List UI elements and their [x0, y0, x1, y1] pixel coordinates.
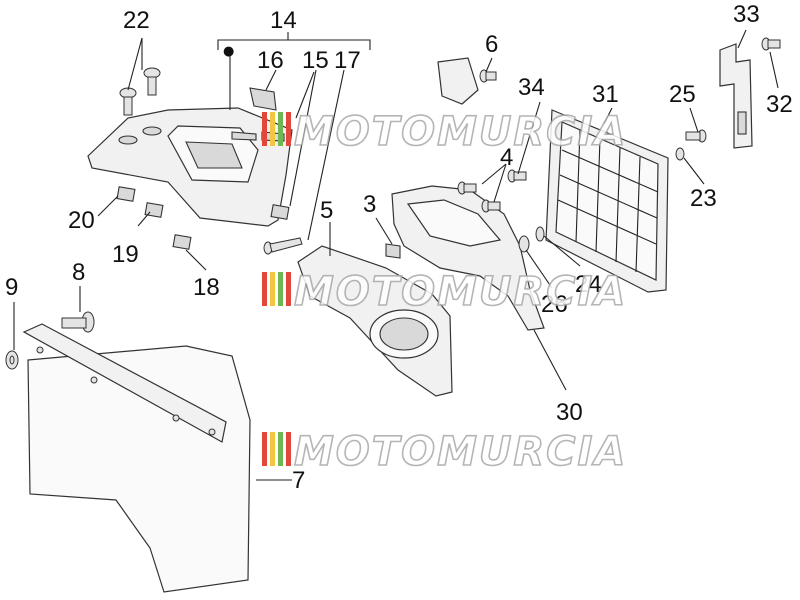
clip-16 — [249, 87, 277, 111]
watermark-stripe — [262, 432, 267, 466]
part-number-5: 5 — [320, 197, 333, 224]
rear-cover-30 — [391, 185, 545, 331]
watermark-stripe — [286, 432, 291, 466]
tray-assembly — [87, 107, 293, 227]
washer-24 — [535, 226, 545, 242]
part-number-6: 6 — [485, 31, 498, 58]
clip-18 — [172, 234, 192, 250]
watermark-stripe — [286, 112, 291, 146]
washer-23 — [675, 147, 685, 161]
part-number-labels: 22 14 16 15 17 6 34 31 33 25 32 4 23 20 … — [5, 1, 793, 494]
washer-9 — [5, 350, 19, 370]
watermark-stripe — [278, 272, 283, 306]
bullet-marker: ● — [223, 44, 234, 59]
part-number-32: 32 — [766, 91, 793, 118]
part-number-3: 3 — [363, 191, 376, 218]
bolt-8 — [61, 311, 95, 333]
part-number-9: 9 — [5, 274, 18, 301]
part-number-14: 14 — [270, 7, 297, 34]
part-number-26: 26 — [541, 291, 568, 318]
part-number-24: 24 — [575, 271, 602, 298]
bracket-33 — [719, 43, 753, 149]
watermark-stripe — [278, 112, 283, 146]
screw-34 — [507, 169, 527, 183]
clip-20 — [116, 186, 136, 202]
part-number-7: 7 — [292, 467, 305, 494]
screw-32 — [761, 37, 781, 51]
part-number-17: 17 — [334, 47, 361, 74]
watermark-stripe — [262, 112, 267, 146]
leader-lines — [13, 29, 779, 481]
clip-15 — [270, 204, 290, 220]
clip-19 — [144, 202, 164, 218]
watermark-top: MOTOMURCIA — [262, 108, 627, 156]
watermark-stripe — [270, 112, 275, 146]
part-number-8: 8 — [72, 259, 85, 286]
part-number-4: 4 — [500, 144, 513, 171]
screw-25 — [685, 129, 707, 143]
watermark-stripe — [286, 272, 291, 306]
part-number-16: 16 — [257, 47, 284, 74]
part-number-20: 20 — [68, 207, 95, 234]
bracket-6 — [437, 57, 497, 105]
mudflap-7 — [22, 323, 251, 593]
part-number-18: 18 — [193, 274, 220, 301]
part-number-34: 34 — [518, 74, 545, 101]
rivet-17 — [263, 237, 303, 255]
part-number-33: 33 — [733, 1, 760, 28]
washer-26 — [518, 235, 530, 253]
part-number-31: 31 — [592, 81, 619, 108]
part-number-23: 23 — [690, 185, 717, 212]
watermark-stripe — [278, 432, 283, 466]
watermark-text: MOTOMURCIA — [294, 429, 627, 475]
watermark-stripe — [270, 272, 275, 306]
part-number-22: 22 — [123, 7, 150, 34]
plate-holder-31 — [545, 109, 669, 293]
clip-3 — [385, 243, 401, 259]
screw-22 — [119, 67, 161, 116]
watermark-text: MOTOMURCIA — [294, 269, 627, 315]
watermark-middle: MOTOMURCIA — [262, 268, 627, 316]
watermark-stripe — [262, 272, 267, 306]
part-number-15: 15 — [302, 47, 329, 74]
part-number-19: 19 — [112, 241, 139, 268]
screw-4 — [457, 181, 501, 213]
part-number-25: 25 — [669, 81, 696, 108]
part-number-30: 30 — [556, 399, 583, 426]
watermark-stripe — [270, 432, 275, 466]
watermark-bottom: MOTOMURCIA — [262, 428, 627, 476]
inner-panel-5 — [297, 245, 453, 397]
watermark-text: MOTOMURCIA — [294, 109, 627, 155]
